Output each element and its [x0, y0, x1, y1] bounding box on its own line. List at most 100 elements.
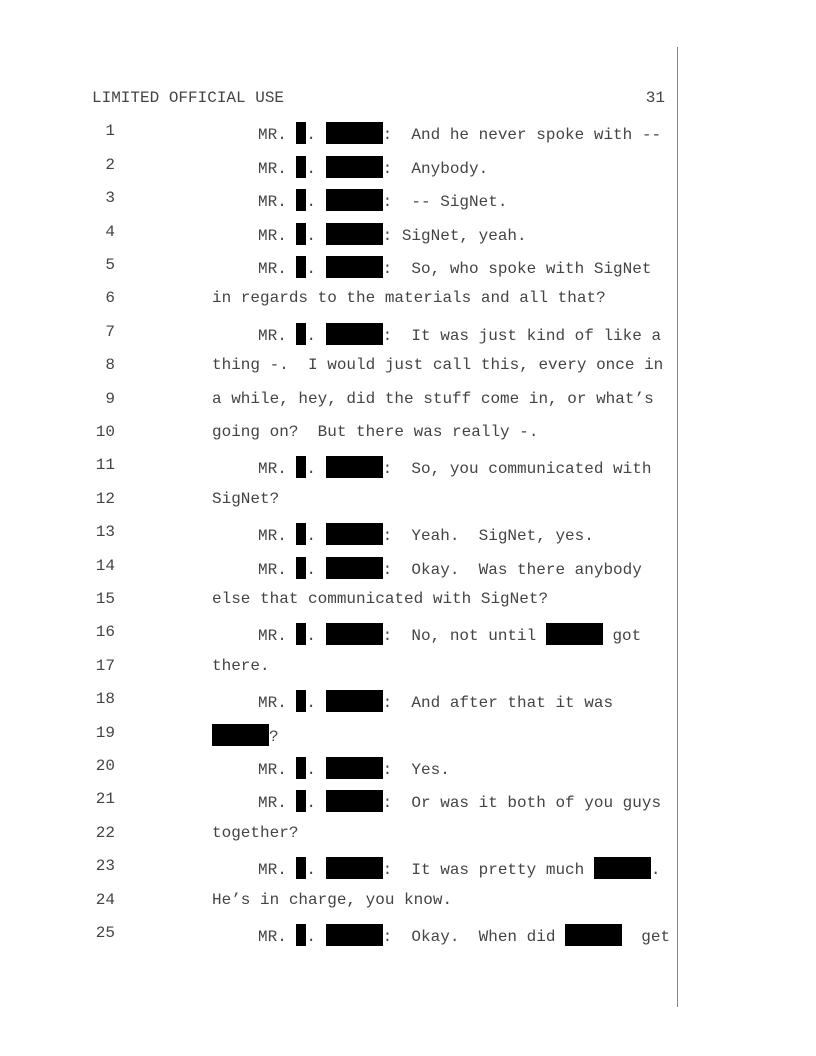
text-segment: there.: [212, 656, 270, 675]
line-number: 1: [105, 122, 115, 141]
line-text: MR. . : Okay. When did get: [258, 924, 670, 946]
line-number: 17: [95, 656, 115, 675]
line-text: else that communicated with SigNet?: [212, 590, 548, 608]
line-number: 3: [105, 189, 115, 208]
line-number: 16: [95, 623, 115, 642]
text-segment: : So, you communicated with: [382, 460, 652, 479]
redaction-block: [325, 790, 383, 813]
text-segment: MR.: [258, 861, 297, 880]
text-segment: .: [306, 460, 326, 479]
line-text: MR. . : It was pretty much .: [258, 857, 660, 880]
line-number: 14: [95, 556, 115, 575]
redaction-block: [545, 623, 603, 646]
redaction-block: [325, 523, 383, 546]
redaction-block: [296, 690, 307, 713]
page-number: 31: [645, 89, 665, 107]
classification-header: LIMITED OFFICIAL USE: [92, 89, 285, 107]
text-segment: : It was just kind of like a: [382, 326, 662, 345]
text-segment: else that communicated with SigNet?: [212, 590, 549, 608]
redaction-block: [325, 456, 383, 479]
transcript-line: 5 MR. . : So, who spoke with SigNet: [0, 256, 680, 280]
line-number: 5: [105, 256, 115, 274]
text-segment: MR.: [258, 159, 297, 178]
text-segment: going on? But there was really -.: [212, 423, 539, 441]
redaction-block: [296, 924, 307, 946]
text-segment: get: [622, 928, 671, 946]
line-text: together?: [212, 824, 298, 842]
text-segment: .: [306, 761, 326, 779]
redaction-block: [325, 155, 383, 178]
line-number: 23: [95, 857, 115, 876]
line-number: 7: [105, 322, 115, 341]
transcript-line: 3 MR. . : -- SigNet.: [0, 189, 680, 213]
redaction-block: [296, 122, 307, 145]
text-segment: MR.: [258, 560, 297, 579]
line-number: 18: [95, 690, 115, 709]
text-segment: : Or was it both of you guys: [382, 794, 662, 813]
line-text: MR. . : No, not until got: [258, 623, 642, 646]
transcript-line: 23 MR. . : It was pretty much .: [0, 857, 680, 881]
redaction-block: [325, 556, 383, 579]
redaction-block: [296, 556, 307, 579]
text-segment: : And after that it was: [382, 694, 614, 713]
text-segment: .: [306, 159, 326, 178]
line-number: 20: [95, 757, 115, 775]
line-number: 19: [95, 723, 115, 742]
redaction-block: [296, 322, 307, 345]
line-text: MR. . : Anybody.: [258, 155, 488, 178]
line-number: 12: [95, 489, 115, 508]
text-segment: MR.: [258, 794, 297, 813]
redaction-block: [325, 623, 383, 646]
redaction-block: [325, 122, 383, 145]
text-segment: got: [602, 627, 642, 646]
line-text: going on? But there was really -.: [212, 423, 538, 441]
line-text: a while, hey, did the stuff come in, or …: [212, 390, 654, 408]
redaction-block: [325, 189, 383, 212]
line-number: 8: [105, 356, 115, 375]
text-segment: .: [306, 861, 326, 880]
line-text: ?: [212, 723, 279, 746]
text-segment: .: [306, 627, 326, 646]
line-text: SigNet?: [212, 490, 279, 508]
text-segment: .: [306, 527, 326, 546]
transcript-line: 16 MR. . : No, not until got: [0, 623, 680, 647]
redaction-block: [325, 222, 383, 245]
transcript-line: 12 SigNet?: [0, 490, 680, 514]
line-number: 13: [95, 523, 115, 542]
text-segment: SigNet?: [212, 489, 280, 508]
text-segment: : Yeah. SigNet, yes.: [382, 527, 594, 546]
line-number: 9: [105, 389, 115, 408]
line-number: 22: [95, 823, 115, 842]
line-text: MR. . : Okay. Was there anybody: [258, 556, 642, 579]
text-segment: ?: [269, 727, 279, 746]
redaction-block: [296, 456, 307, 479]
line-text: MR. . : -- SigNet.: [258, 189, 507, 212]
text-segment: : Okay. Was there anybody: [382, 560, 642, 579]
text-segment: : And he never spoke with --: [382, 126, 662, 145]
transcript-line: 19?: [0, 723, 680, 748]
line-text: MR. . : Yes.: [258, 757, 450, 779]
margin-rule: [677, 47, 678, 1007]
text-segment: MR.: [258, 193, 297, 212]
transcript-line: 15 else that communicated with SigNet?: [0, 590, 680, 614]
transcript-line: 20 MR. . : Yes.: [0, 757, 680, 781]
line-text: MR. . : SigNet, yeah.: [258, 222, 527, 245]
transcript-line: 10 going on? But there was really -.: [0, 423, 680, 447]
text-segment: MR.: [258, 761, 297, 779]
line-text: MR. . : So, who spoke with SigNet: [258, 256, 651, 278]
text-segment: .: [306, 326, 326, 345]
redaction-block: [325, 924, 383, 946]
line-number: 15: [95, 590, 115, 608]
line-number: 10: [95, 423, 115, 441]
redaction-block: [296, 757, 307, 779]
transcript-line: 9 a while, hey, did the stuff come in, or…: [0, 390, 680, 414]
text-segment: MR.: [258, 460, 297, 479]
redaction-block: [296, 623, 307, 646]
